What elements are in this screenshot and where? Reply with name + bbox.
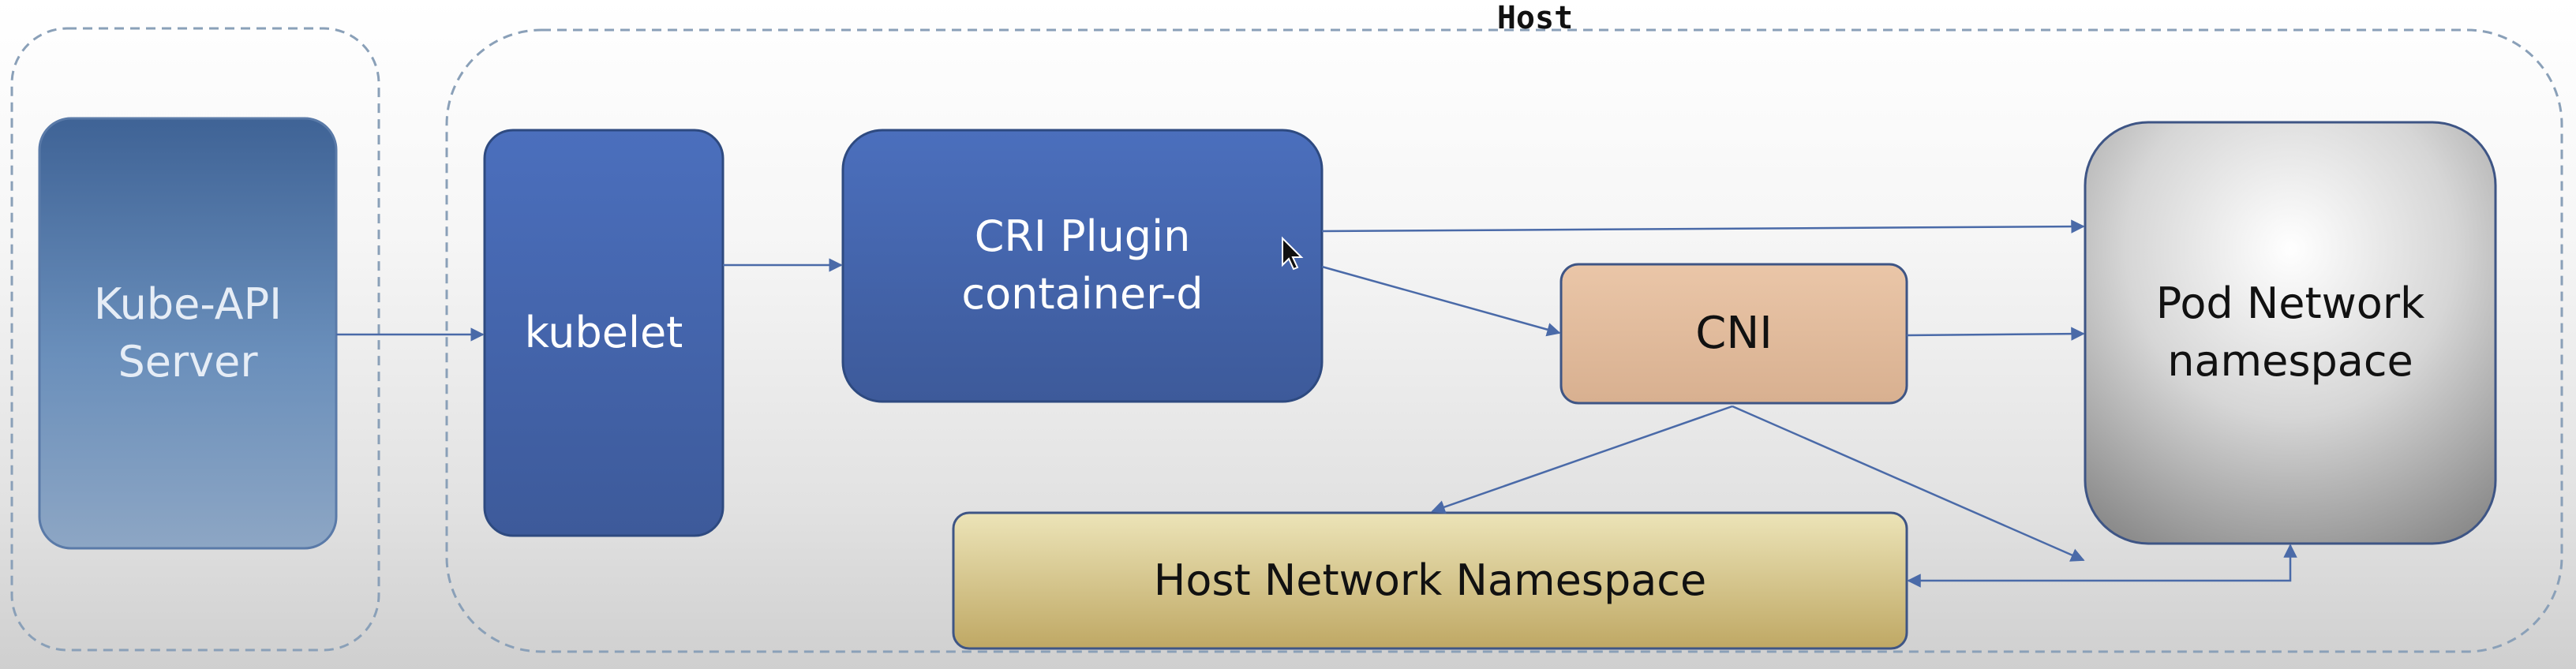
host-network-namespace-box[interactable] [952,511,1908,650]
kubelet-label: kubelet [524,307,683,357]
cni-box[interactable] [1559,263,1908,405]
cri-plugin-label: CRI Plugin container-d [961,211,1204,319]
kubelet-box[interactable] [483,129,724,537]
cri-plugin-box[interactable] [841,129,1324,403]
arrow-cri-to-pod-ns [1321,219,2085,234]
arrow-host-ns-pod-ns-bidirectional [1907,544,2297,588]
kube-api-container [10,27,380,652]
mouse-pointer-icon [1282,236,1304,271]
kube-api-server-box[interactable] [38,117,338,550]
cni-label: CNI [1695,308,1773,360]
host-network-namespace-label: Host Network Namespace [1153,555,1707,605]
arrow-cni-to-host-ns [1431,405,1733,514]
kube-api-server-label: Kube-API Server [93,278,283,387]
arrow-cni-to-pod-ns [1906,327,2085,341]
pod-network-namespace-label: Pod Network namespace [2155,278,2425,386]
host-title: Host [1496,0,1574,36]
arrow-cri-to-cni [1321,265,1561,337]
pod-network-namespace-box[interactable] [2084,121,2497,545]
arrow-cni-to-pod-ns-bottom [1732,405,2085,562]
host-container [445,28,2563,653]
